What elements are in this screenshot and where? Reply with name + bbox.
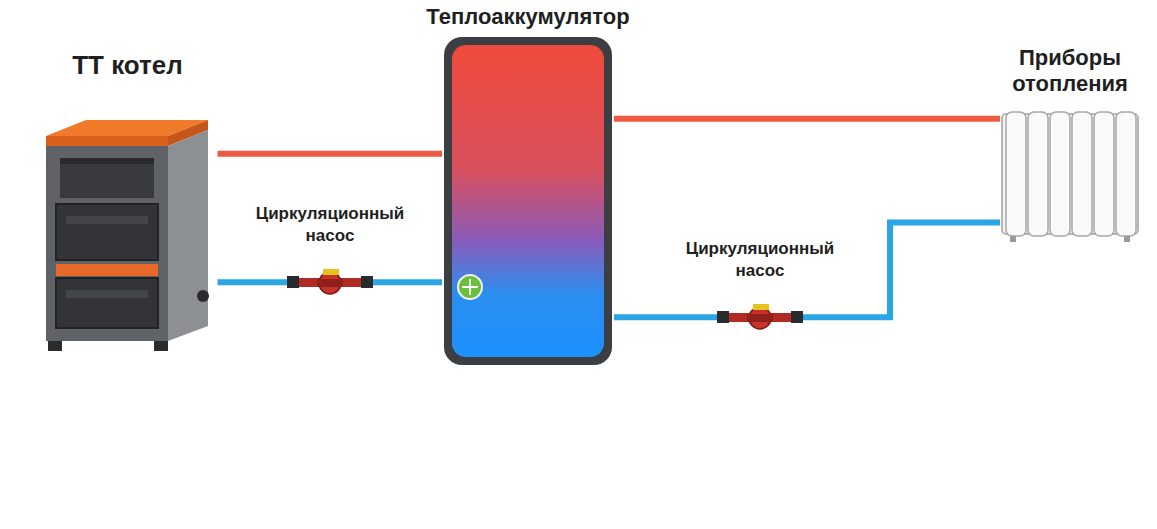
node-shape xyxy=(287,269,373,295)
node-shape xyxy=(38,106,218,356)
pipe xyxy=(218,153,443,154)
node-heading: ТТ котел xyxy=(35,50,220,81)
boiler-illustration xyxy=(38,106,218,356)
node-heading: Циркуляционный насос xyxy=(250,203,410,247)
radiator-node: Приборы отопления xyxy=(990,45,1150,243)
pump-node: Циркуляционный насос xyxy=(250,203,410,295)
node-heading: Циркуляционный насос xyxy=(680,238,840,282)
pipe xyxy=(373,282,442,283)
pipe xyxy=(614,317,717,318)
node-heading: Приборы отопления xyxy=(990,45,1150,98)
pipe xyxy=(218,282,288,283)
pump-illustration xyxy=(287,269,373,295)
node-shape xyxy=(442,35,614,367)
boiler-node: ТТ котел xyxy=(35,50,220,356)
pipe xyxy=(614,118,1000,119)
tank-illustration xyxy=(442,35,614,367)
node-heading: Теплоаккумулятор xyxy=(418,4,638,30)
pipe xyxy=(803,223,1000,318)
radiator-illustration xyxy=(1000,108,1140,243)
pump-node: Циркуляционный насос xyxy=(680,238,840,330)
tank-node: Теплоаккумулятор xyxy=(418,4,638,367)
node-shape xyxy=(717,304,803,330)
pump-illustration xyxy=(717,304,803,330)
node-shape xyxy=(1000,108,1140,243)
